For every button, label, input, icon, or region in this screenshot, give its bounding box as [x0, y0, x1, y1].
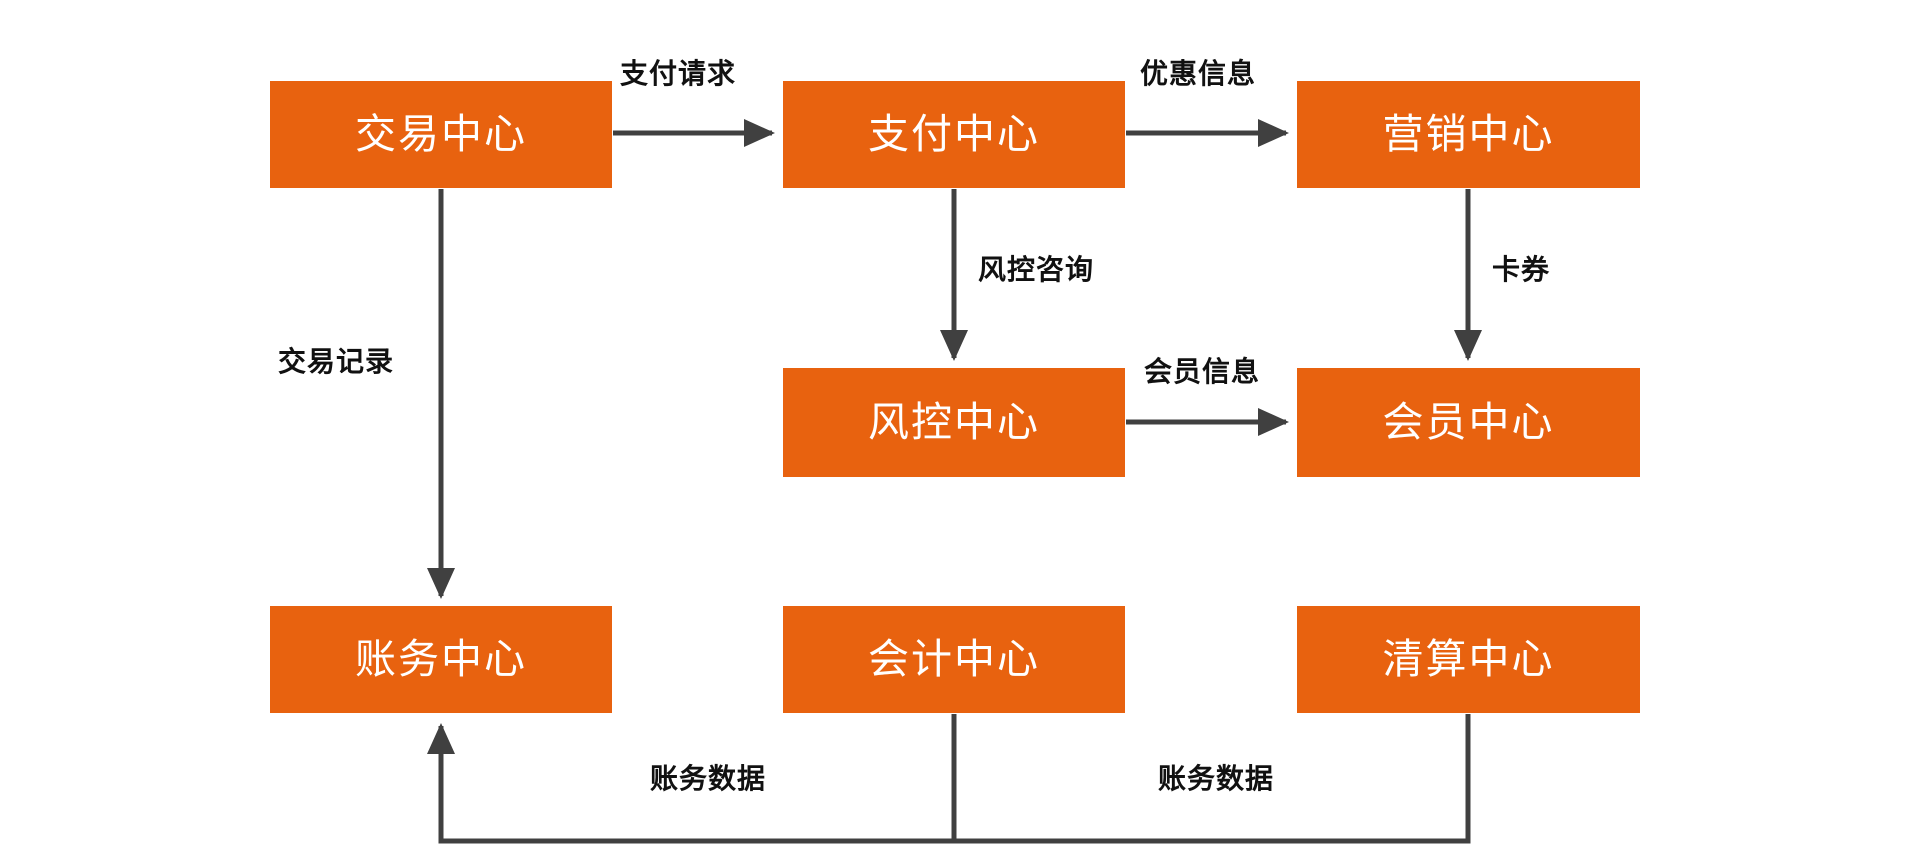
- node-label: 风控中心: [868, 399, 1040, 445]
- node-clearing-center[interactable]: 清算中心: [1297, 606, 1640, 713]
- edge-label-risk-consult: 风控咨询: [978, 254, 1095, 285]
- node-accounting-center[interactable]: 会计中心: [783, 606, 1125, 713]
- node-risk-control-center[interactable]: 风控中心: [783, 368, 1125, 477]
- node-account-center[interactable]: 账务中心: [270, 606, 612, 713]
- node-label: 会计中心: [868, 636, 1040, 682]
- node-member-center[interactable]: 会员中心: [1297, 368, 1640, 477]
- node-marketing-center[interactable]: 营销中心: [1297, 81, 1640, 188]
- node-label: 支付中心: [868, 111, 1040, 157]
- node-label: 交易中心: [355, 111, 527, 157]
- node-label: 会员中心: [1382, 399, 1555, 445]
- node-label: 账务中心: [355, 636, 527, 682]
- node-label: 营销中心: [1382, 111, 1555, 157]
- node-payment-center[interactable]: 支付中心: [783, 81, 1125, 188]
- edge-label-trade-record: 交易记录: [278, 346, 395, 377]
- edge-label-account-data-left: 账务数据: [650, 763, 767, 794]
- edge-label-member-info: 会员信息: [1144, 356, 1261, 387]
- edge-label-coupon: 卡券: [1492, 254, 1551, 285]
- edge-label-account-data-right: 账务数据: [1158, 763, 1275, 794]
- node-label: 清算中心: [1382, 636, 1555, 682]
- node-trade-center[interactable]: 交易中心: [270, 81, 612, 188]
- edge-label-payment-request: 支付请求: [620, 58, 737, 89]
- edge-label-promotion-info: 优惠信息: [1140, 58, 1257, 89]
